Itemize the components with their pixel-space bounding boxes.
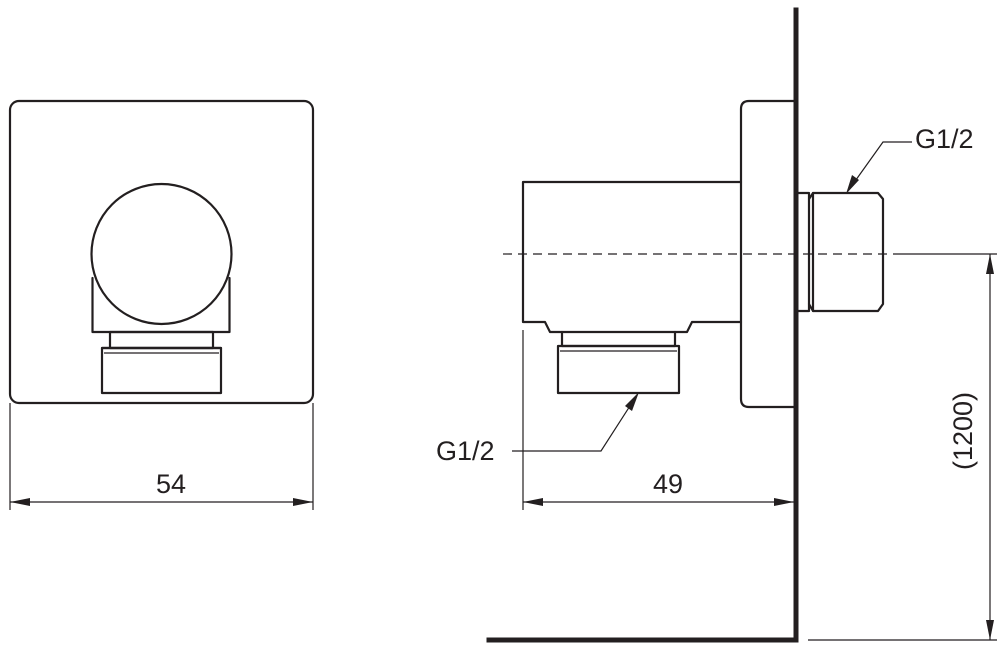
leader-arrow-bottom xyxy=(625,392,639,411)
wall-plate-outline xyxy=(8,99,315,405)
side-view: G1/2 G1/2 49 (1200) xyxy=(436,7,997,643)
leader-line-bottom xyxy=(512,394,638,452)
elbow-circle xyxy=(90,182,233,326)
dimension-arrow-right xyxy=(293,498,313,506)
height-dimension-label: (1200) xyxy=(948,392,978,470)
connector-nut xyxy=(100,346,223,395)
depth-dimension-label: 49 xyxy=(653,469,683,499)
dimension-arrow-left xyxy=(10,498,30,506)
connector-collar xyxy=(108,330,215,350)
height-arrow-bottom xyxy=(986,620,994,640)
front-view: 54 xyxy=(8,99,315,510)
leader-arrow-top xyxy=(846,175,859,194)
thread-label-bottom: G1/2 xyxy=(436,436,495,466)
depth-arrow-left xyxy=(523,498,543,506)
height-arrow-top xyxy=(986,254,994,274)
wall-line xyxy=(486,7,799,643)
depth-arrow-right xyxy=(774,498,794,506)
connector-collar-side xyxy=(560,330,677,348)
leader-line-top xyxy=(847,141,912,192)
width-dimension-label: 54 xyxy=(156,469,186,499)
thread-label-top: G1/2 xyxy=(915,124,974,154)
connector-nut-side xyxy=(556,344,681,395)
elbow-body-side xyxy=(521,180,743,334)
wall-plate-side xyxy=(739,99,798,409)
